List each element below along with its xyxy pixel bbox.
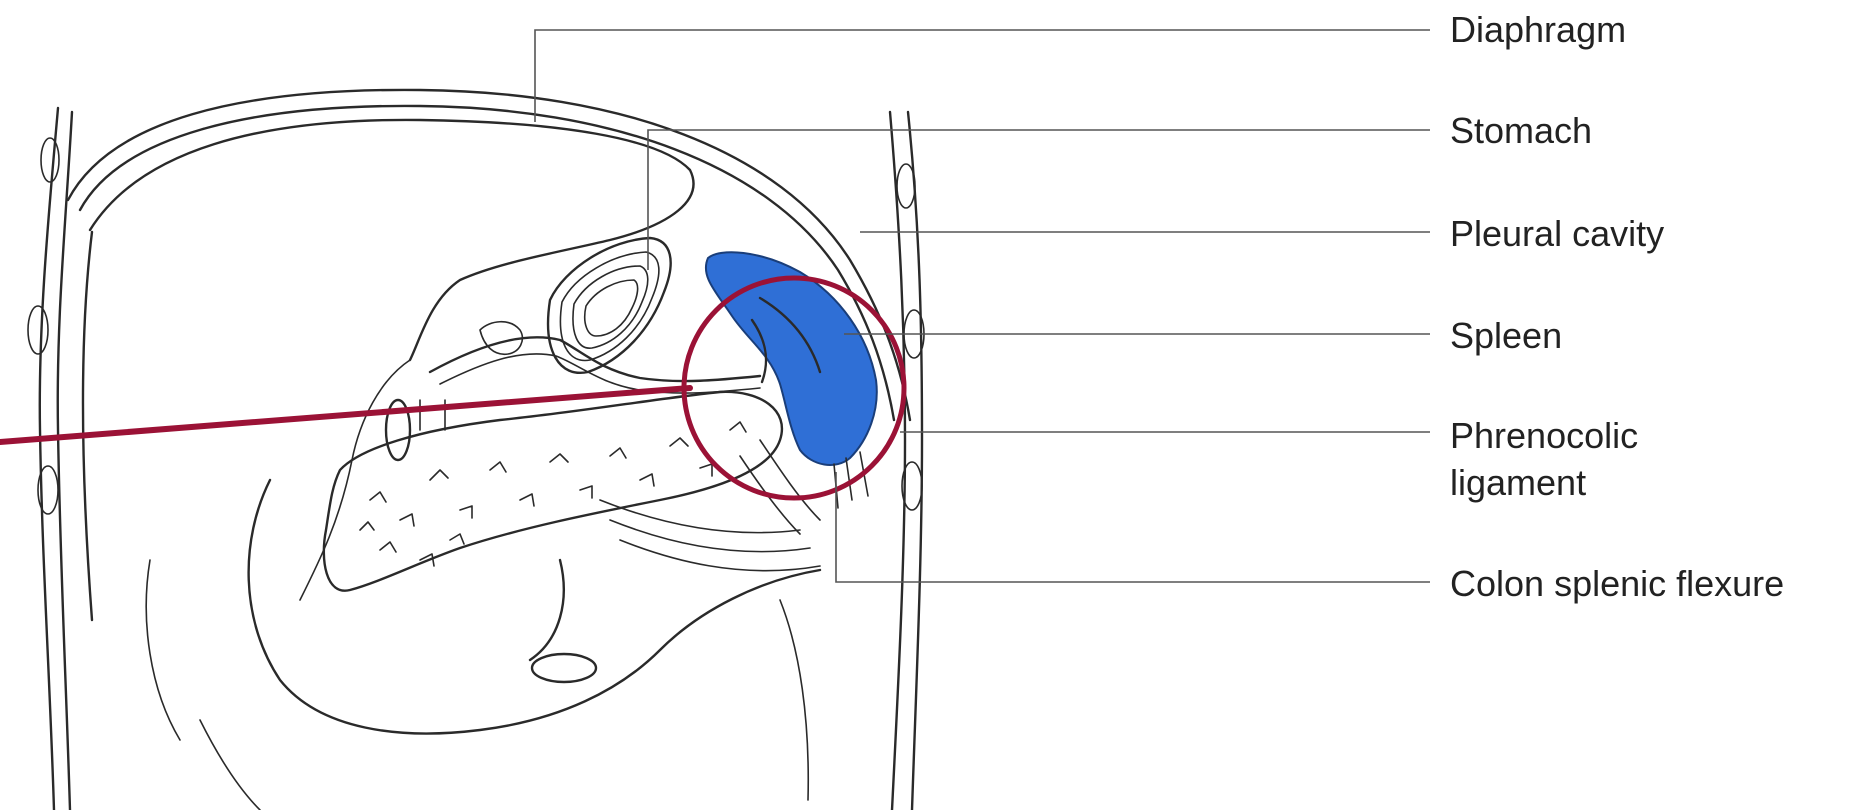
leader-colon-splenic-flexure <box>836 472 1430 582</box>
liver <box>83 120 693 620</box>
stomach-shape <box>548 238 671 373</box>
label-colon-splenic-flexure: Colon splenic flexure <box>1450 563 1784 604</box>
label-pleural-cavity: Pleural cavity <box>1450 213 1664 254</box>
spleen-fill <box>706 252 877 465</box>
right-body-wall <box>890 112 924 810</box>
bowel <box>146 480 820 810</box>
label-diaphragm: Diaphragm <box>1450 9 1626 50</box>
vessels <box>386 322 760 460</box>
label-stomach: Stomach <box>1450 110 1592 151</box>
leader-stomach <box>648 130 1430 270</box>
leader-diaphragm <box>535 30 1430 122</box>
labels: Diaphragm Stomach Pleural cavity Spleen … <box>1450 9 1784 604</box>
label-phrenocolic-line2: ligament <box>1450 462 1586 503</box>
pointer-line <box>0 388 690 442</box>
pancreas <box>324 392 782 591</box>
label-spleen: Spleen <box>1450 315 1562 356</box>
label-phrenocolic-line1: Phrenocolic <box>1450 415 1638 456</box>
left-body-wall <box>28 108 72 810</box>
